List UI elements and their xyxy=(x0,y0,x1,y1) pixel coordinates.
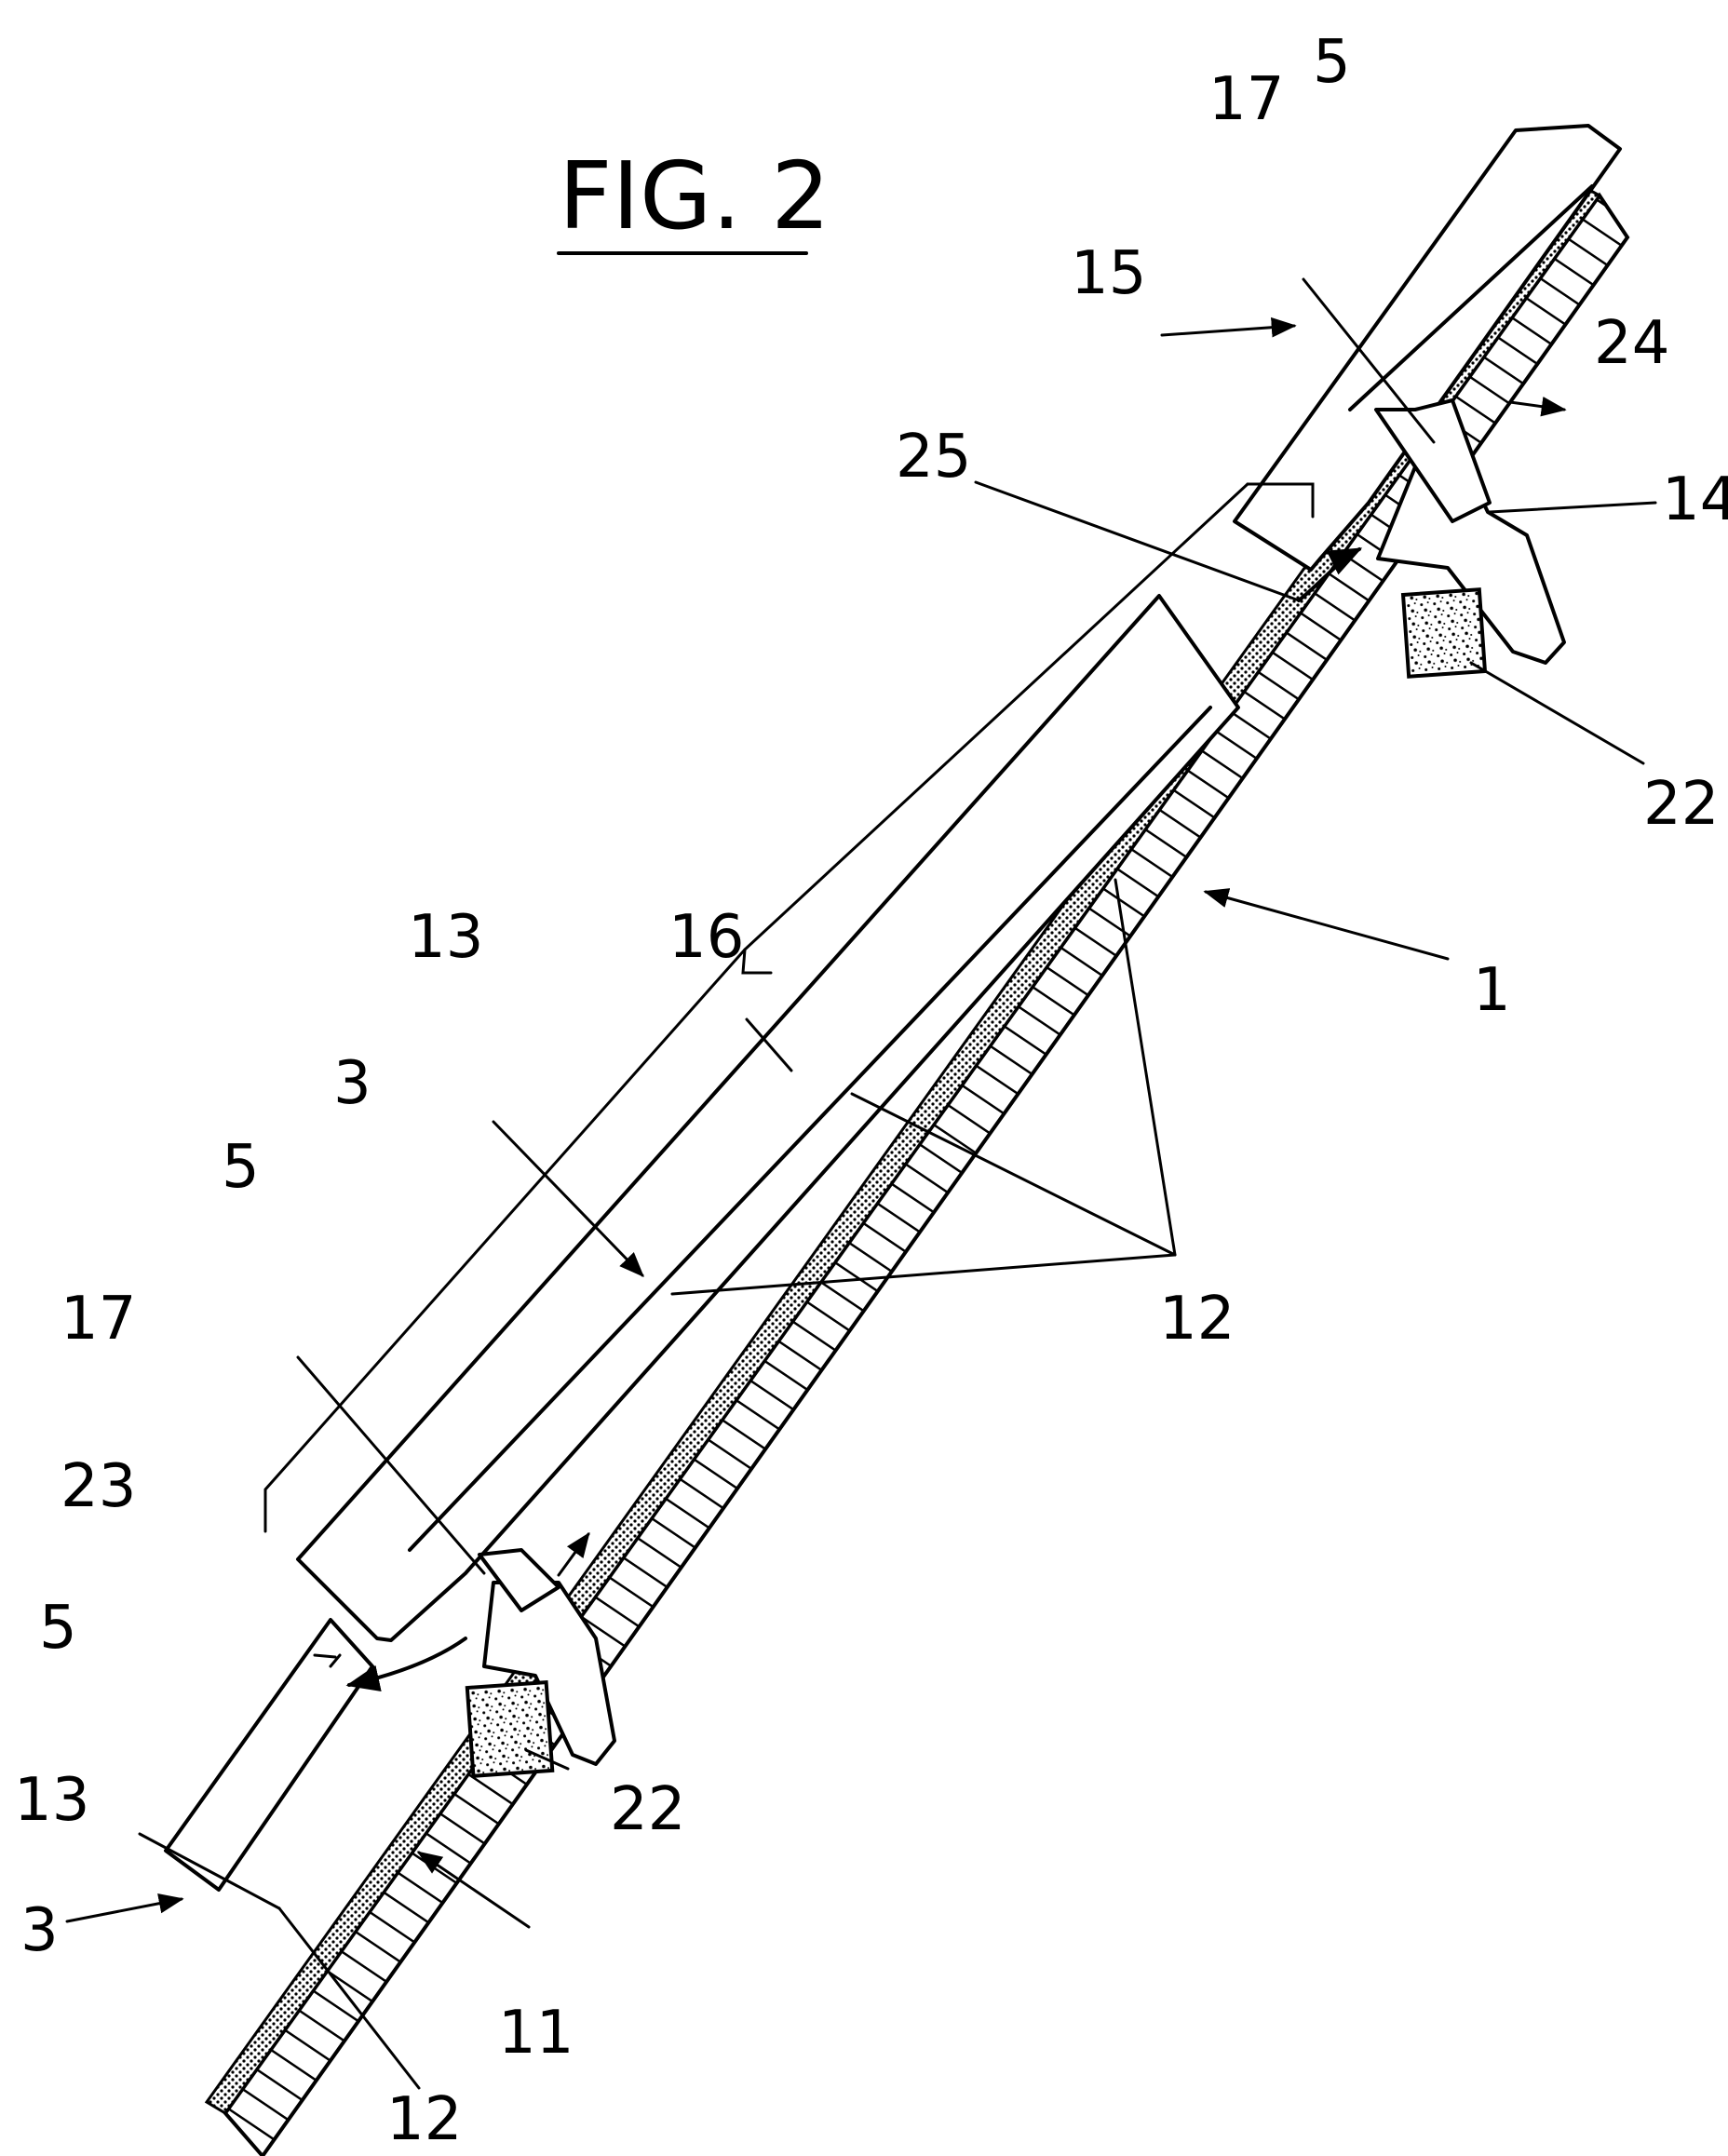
leader-3-low xyxy=(67,1899,182,1921)
label-mid-17: 17 xyxy=(61,1285,136,1354)
figure-title-text: FIG. 2 xyxy=(559,141,830,250)
label-mid-12: 12 xyxy=(1159,1285,1235,1354)
label-top-22: 22 xyxy=(1643,770,1719,839)
label-low-11: 11 xyxy=(498,1999,574,2068)
label-low-3: 3 xyxy=(20,1896,59,1965)
label-low-12: 12 xyxy=(386,2085,462,2154)
label-top-17: 17 xyxy=(1208,65,1284,134)
bracket-16-notch xyxy=(743,950,771,973)
label-top-14: 14 xyxy=(1662,465,1728,534)
lower-element xyxy=(298,596,1238,1640)
label-mid-16: 16 xyxy=(668,903,744,972)
leader-1 xyxy=(1206,892,1448,959)
leader-12c xyxy=(672,1255,1175,1294)
label-top-5: 5 xyxy=(1313,28,1351,97)
label-mid-13: 13 xyxy=(408,903,483,972)
label-low-22: 22 xyxy=(610,1775,685,1844)
label-low-5: 5 xyxy=(39,1594,77,1663)
label-mid-1: 1 xyxy=(1473,956,1511,1025)
batten-22-lower xyxy=(467,1682,552,1776)
bottom-tile xyxy=(166,1620,372,1890)
lower-tile xyxy=(298,596,1238,1640)
leader-15 xyxy=(1162,326,1294,335)
arrow-up-lower xyxy=(559,1534,588,1575)
leader-14 xyxy=(1490,503,1655,512)
arrow-24 xyxy=(1510,402,1564,410)
label-top-24: 24 xyxy=(1594,309,1669,378)
lower-tile-foil xyxy=(410,707,1210,1550)
leader-12a xyxy=(1115,880,1175,1255)
label-mid-3: 3 xyxy=(333,1049,371,1118)
label-top-15: 15 xyxy=(1071,239,1146,308)
leader-22-top xyxy=(1471,663,1643,763)
label-low-13: 13 xyxy=(14,1766,89,1835)
label-low-23: 23 xyxy=(61,1452,136,1521)
leader-23 xyxy=(315,1655,335,1657)
figure-title: FIG. 2 xyxy=(559,141,830,253)
bottom-element xyxy=(166,1620,372,1890)
label-mid-5: 5 xyxy=(222,1133,260,1202)
label-top-25: 25 xyxy=(896,423,971,492)
